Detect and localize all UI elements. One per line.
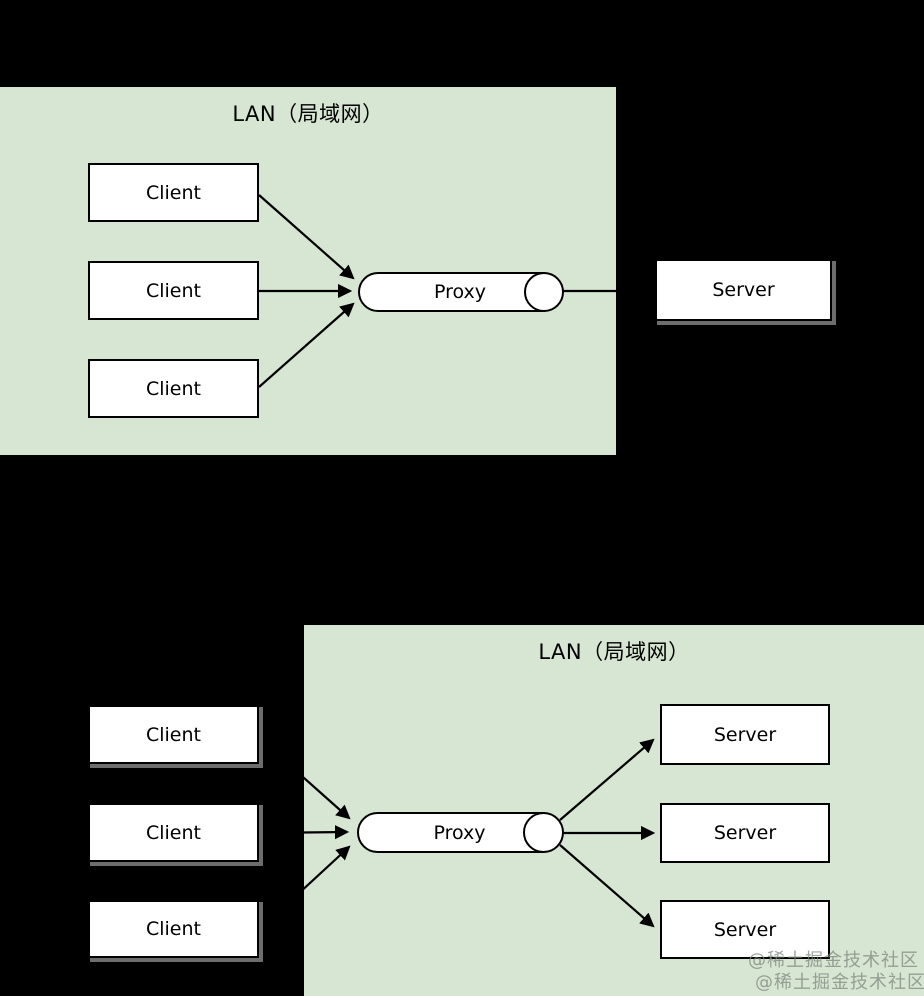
bottom-proxy-cylinder: Proxy [357,812,564,853]
bottom-client-box-3: Client [88,900,259,958]
arrow-bottom-client1-to-proxy [257,736,351,820]
bottom-server-label-1: Server [713,723,777,746]
watermark-line-1: @稀土掘金技术社区 [748,950,919,971]
lan-title-bottom: LAN（局域网） [538,640,690,664]
bottom-server-box-1: Server [660,704,830,765]
top-client-box-3: Client [88,359,259,418]
arrow-bottom-client3-to-proxy [257,845,351,932]
bottom-client-box-1: Client [88,705,259,764]
bottom-proxy-label: Proxy [433,821,486,844]
bottom-server-label-3: Server [713,918,777,941]
top-client-box-1: Client [88,163,259,222]
top-server-box: Server [655,259,832,321]
bottom-client-box-2: Client [88,803,259,862]
arrow-bottom-proxy-to-server3 [559,844,655,928]
lan-title-top: LAN（局域网） [232,102,384,126]
top-server-label: Server [712,279,775,301]
top-client-label-3: Client [145,377,201,400]
arrow-top-client1-to-proxy [258,194,355,280]
top-proxy-cap-circle [524,272,564,312]
bottom-client-label-1: Client [145,723,201,746]
bottom-server-box-2: Server [660,803,830,863]
watermark-line-2: @稀土掘金技术社区 [755,972,924,993]
bottom-server-box-3: Server [660,900,830,959]
arrow-top-client3-to-proxy [258,302,355,388]
top-proxy-cylinder: Proxy [358,272,564,312]
bottom-proxy-cap-circle [523,812,564,853]
arrow-bottom-proxy-to-server1 [559,738,655,821]
bottom-client-label-3: Client [145,918,201,940]
top-client-box-2: Client [88,261,259,320]
top-client-label-2: Client [145,279,201,302]
top-client-label-1: Client [145,181,201,204]
bottom-client-label-2: Client [145,821,201,844]
arrow-bottom-client2-to-proxy [257,824,350,840]
bottom-server-label-2: Server [713,822,777,844]
top-proxy-label: Proxy [433,281,487,303]
